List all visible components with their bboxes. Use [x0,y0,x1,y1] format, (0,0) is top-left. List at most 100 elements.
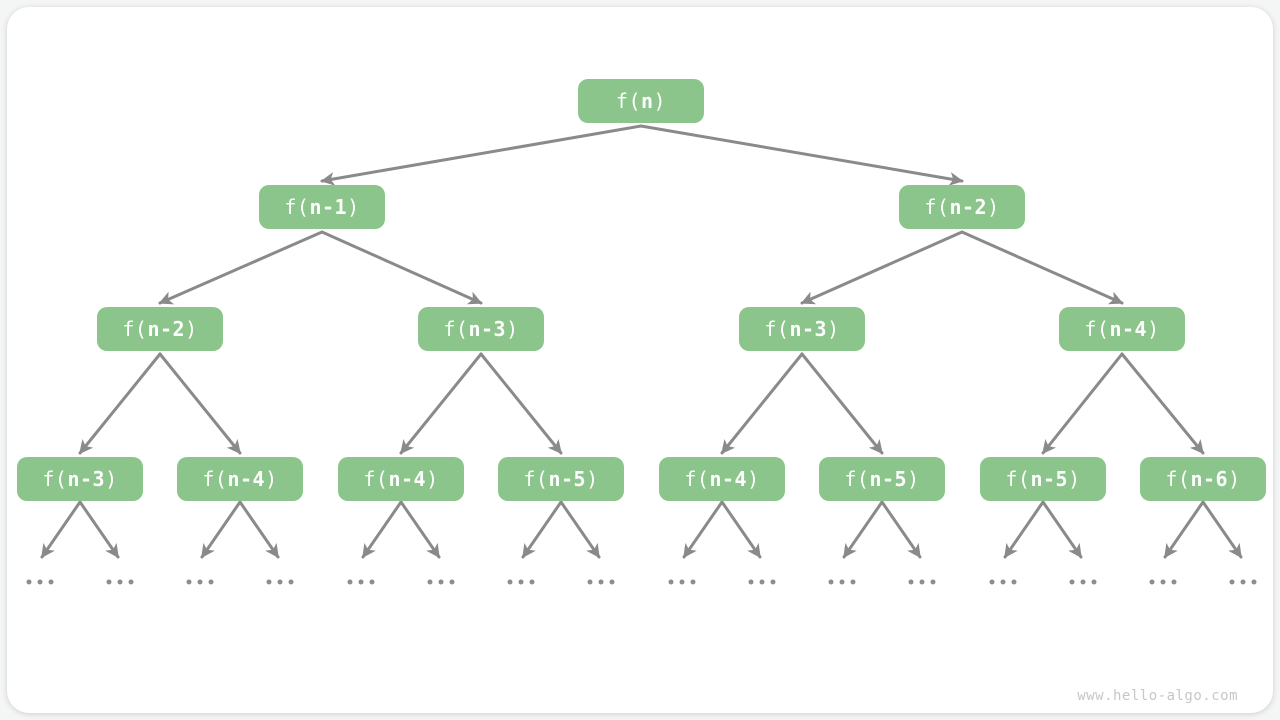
ellipsis-dot [828,579,834,585]
ellipsis-dot [117,579,123,585]
node-label-prefix: f( [42,467,68,491]
ellipsis-dot [369,579,375,585]
edge-arrow [238,500,280,559]
edge-arrow [1003,500,1045,559]
node-label-suffix: ) [1228,467,1241,491]
ellipsis-dot [1251,579,1257,585]
ellipsis-dot [598,579,604,585]
ellipsis [1149,579,1177,585]
edge-arrow [200,500,242,559]
ellipsis-dot [48,579,54,585]
edge-arrow [720,352,804,455]
ellipsis-dot [37,579,43,585]
node-label-prefix: f( [363,467,389,491]
ellipsis-dot [358,579,364,585]
ellipsis-dot [266,579,272,585]
tree-node-f-n-6: f(n-6) [1140,457,1266,501]
node-label-prefix: f( [284,195,310,219]
node-label-arg: n-6 [1190,467,1229,491]
edge-arrow [361,500,403,559]
ellipsis [908,579,936,585]
ellipsis [989,579,1017,585]
node-label-arg: n-5 [869,467,908,491]
node-label-prefix: f( [615,89,641,113]
node-label-suffix: ) [907,467,920,491]
node-label-arg: n-4 [709,467,748,491]
node-label-prefix: f( [764,317,790,341]
node-label-suffix: ) [105,467,118,491]
ellipsis [106,579,134,585]
ellipsis [266,579,294,585]
edge-arrow [158,352,242,455]
node-label-arg: n-1 [309,195,348,219]
tree-node-f-n-4: f(n-4) [659,457,785,501]
ellipsis-dot [1011,579,1017,585]
tree-node-f-n-4: f(n-4) [338,457,464,501]
edge-arrow [479,352,563,455]
ellipsis-dot [1229,579,1235,585]
ellipsis-dot [288,579,294,585]
ellipsis-dot [449,579,455,585]
edge-arrow [78,352,162,455]
edge-arrow [639,124,964,186]
ellipsis-dot [770,579,776,585]
edge-arrow [960,230,1124,305]
edge-arrow [521,500,563,559]
node-label-prefix: f( [1084,317,1110,341]
edge-arrow [800,352,884,455]
ellipsis-dot [518,579,524,585]
node-label-arg: n-2 [147,317,186,341]
tree-node-f-n-3: f(n-3) [739,307,865,351]
edge-arrow [559,500,601,559]
ellipsis [26,579,54,585]
tree-node-f-n-5: f(n-5) [498,457,624,501]
edge-arrow [320,124,643,186]
ellipsis-dot [529,579,535,585]
ellipsis-dot [1069,579,1075,585]
ellipsis [507,579,535,585]
edge-arrow [1041,352,1124,455]
ellipsis-dot [850,579,856,585]
tree-node-f-n-2: f(n-2) [899,185,1025,229]
node-label-arg: n-5 [548,467,587,491]
node-label-arg: n-3 [468,317,507,341]
ellipsis-dot [668,579,674,585]
node-label-suffix: ) [987,195,1000,219]
edge-arrow [800,230,964,305]
tree-node-f-n: f(n) [578,79,704,123]
ellipsis-dot [1160,579,1166,585]
ellipsis [587,579,615,585]
ellipsis [347,579,375,585]
ellipsis [186,579,214,585]
ellipsis-dot [989,579,995,585]
node-label-suffix: ) [265,467,278,491]
tree-node-f-n-5: f(n-5) [819,457,945,501]
ellipsis [1229,579,1257,585]
edge-arrow [320,230,483,305]
ellipsis-dot [1240,579,1246,585]
node-label-suffix: ) [653,89,667,113]
edge-arrow [1120,352,1205,455]
node-label-suffix: ) [426,467,439,491]
tree-node-f-n-3: f(n-3) [418,307,544,351]
node-label-arg: n-5 [1030,467,1069,491]
node-label-prefix: f( [684,467,710,491]
ellipsis [748,579,776,585]
ellipsis-dot [759,579,765,585]
edge-arrow [399,500,441,559]
node-label-suffix: ) [506,317,519,341]
node-label-prefix: f( [1005,467,1031,491]
node-label-suffix: ) [347,195,360,219]
node-label-prefix: f( [844,467,870,491]
tree-node-f-n-3: f(n-3) [17,457,143,501]
node-label-arg: n-2 [949,195,988,219]
node-label-suffix: ) [1147,317,1160,341]
node-label-suffix: ) [185,317,198,341]
node-label-suffix: ) [586,467,599,491]
tree-node-f-n-2: f(n-2) [97,307,223,351]
node-label-arg: n [641,89,654,113]
node-label-suffix: ) [1068,467,1081,491]
ellipsis-dot [1171,579,1177,585]
ellipsis-dot [679,579,685,585]
ellipsis [427,579,455,585]
